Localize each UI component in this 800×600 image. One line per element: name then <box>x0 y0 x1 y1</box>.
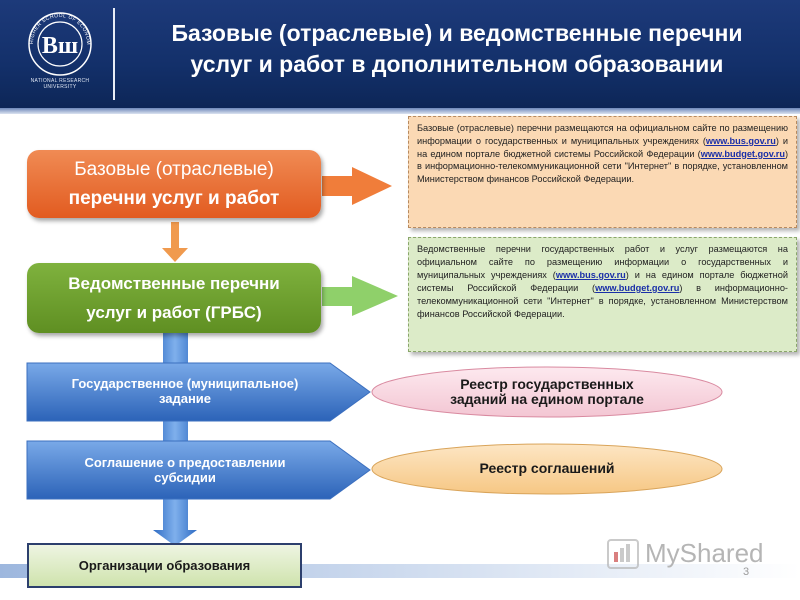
department-lists-box: Ведомственные перечни услуг и работ (ГРБ… <box>27 263 321 333</box>
watermark-text: MyShared <box>645 538 764 568</box>
task-arrow-shape <box>26 362 371 422</box>
tasks-registry-label: Реестр государственных заданий на едином… <box>450 376 644 407</box>
hse-logo-icon: Вш HIGHER SCHOOL OF ECONOMICS <box>20 10 92 76</box>
agreements-registry-label: Реестр соглашений <box>479 460 615 476</box>
agreements-registry-ellipse <box>371 443 723 495</box>
tasks-registry-ellipse <box>371 366 723 418</box>
page-title: Базовые (отраслевые) и ведомственные пер… <box>171 20 743 77</box>
subsidy-agreement-label: Соглашение о предоставлении субсидии <box>84 455 286 485</box>
svg-text:Вш: Вш <box>42 33 78 59</box>
slide-header: Вш HIGHER SCHOOL OF ECONOMICS NATIONAL R… <box>0 0 800 108</box>
logo-caption: NATIONAL RESEARCH UNIVERSITY <box>30 78 90 90</box>
header-divider <box>113 8 115 100</box>
orange-down-arrow <box>162 222 188 262</box>
green-right-arrow <box>322 276 398 316</box>
orange-right-arrow <box>322 167 392 205</box>
subsidy-arrow-shape <box>26 440 371 500</box>
bus-gov-link[interactable]: www.bus.gov.ru <box>555 269 626 280</box>
budget-gov-link[interactable]: www.budget.gov.ru <box>595 282 680 293</box>
education-organizations-box: Организации образования <box>27 543 302 588</box>
bus-gov-link[interactable]: www.bus.gov.ru <box>705 135 776 146</box>
department-lists-info: Ведомственные перечни государственных ра… <box>408 237 797 352</box>
budget-gov-link[interactable]: www.budget.gov.ru <box>700 148 785 159</box>
header-stripe <box>0 108 800 114</box>
vertical-blue-arrow <box>153 330 197 546</box>
state-task-label: Государственное (муниципальное) задание <box>71 376 299 406</box>
myshared-logo-icon <box>607 539 639 569</box>
basic-lists-info: Базовые (отраслевые) перечни размещаются… <box>408 116 797 228</box>
basic-lists-box: Базовые (отраслевые) перечни услуг и раб… <box>27 150 321 218</box>
page-number: 3 <box>743 566 750 578</box>
